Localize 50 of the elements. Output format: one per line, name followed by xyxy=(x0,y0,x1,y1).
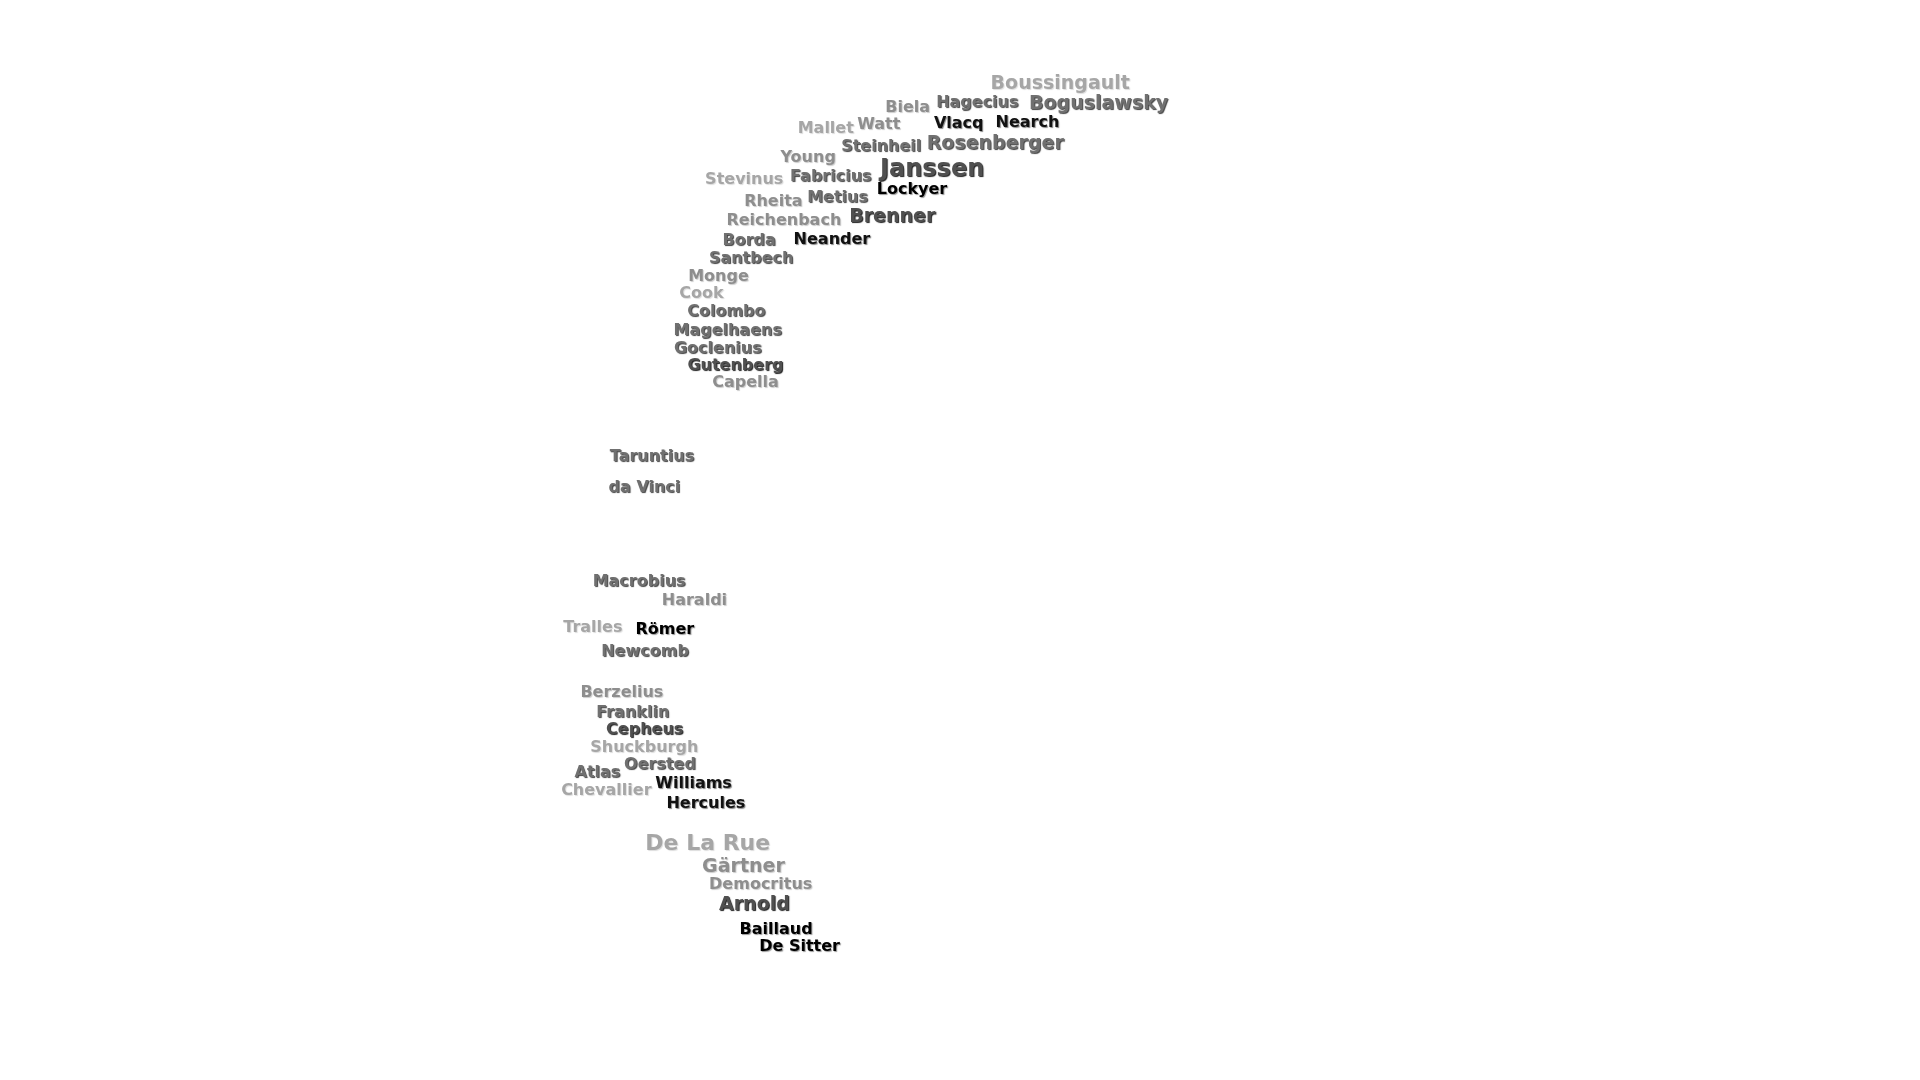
crater-label: Hagecius xyxy=(936,93,1019,110)
crater-label: Hercules xyxy=(666,795,746,812)
crater-label: Colombo xyxy=(687,303,766,319)
crater-label: Borda xyxy=(722,232,776,249)
crater-label: Janssen xyxy=(880,155,985,180)
crater-label: Capella xyxy=(712,374,779,391)
crater-label: Williams xyxy=(655,775,732,792)
crater-label: Oersted xyxy=(624,756,696,773)
crater-label: Cook xyxy=(679,285,724,302)
crater-label: Santbech xyxy=(708,250,794,267)
crater-label: Neander xyxy=(793,231,871,248)
crater-label: Cepheus xyxy=(606,721,684,737)
crater-label: Biela xyxy=(885,98,931,115)
crater-label: Goclenius xyxy=(673,339,762,356)
crater-label: Newcomb xyxy=(601,642,689,659)
crater-label: Democritus xyxy=(709,876,813,893)
crater-label: Macrobius xyxy=(592,572,686,589)
crater-label: Steinheil xyxy=(841,138,922,155)
crater-label: Gutenberg xyxy=(687,356,784,373)
crater-label: De Sitter xyxy=(759,937,840,954)
crater-label: Baillaud xyxy=(739,920,813,937)
crater-label: Franklin xyxy=(596,703,670,720)
crater-label: da Vinci xyxy=(608,478,681,495)
crater-label: Berzelius xyxy=(580,684,664,701)
crater-label: Mallet xyxy=(797,119,854,136)
crater-label: Chevallier xyxy=(561,782,652,799)
crater-label: Lockyer xyxy=(876,180,948,197)
crater-label: Stevinus xyxy=(705,171,784,188)
crater-label: Gärtner xyxy=(702,856,785,875)
crater-label: Metius xyxy=(807,188,868,205)
crater-label: Haraldi xyxy=(661,591,728,608)
crater-label: Rheita xyxy=(744,192,803,209)
crater-label: Fabricius xyxy=(790,168,872,185)
crater-label: Monge xyxy=(688,267,749,284)
crater-label: Boguslawsky xyxy=(1029,93,1169,113)
crater-label: Shuckburgh xyxy=(590,738,699,755)
crater-label: Young xyxy=(780,149,836,166)
crater-label: Atlas xyxy=(574,763,621,780)
crater-label: Brenner xyxy=(849,205,936,225)
crater-label: Watt xyxy=(857,116,901,133)
crater-label: Taruntius xyxy=(609,447,695,464)
crater-label: Magelhaens xyxy=(673,321,782,338)
crater-label: Reichenbach xyxy=(726,211,842,228)
crater-label: Römer xyxy=(635,620,695,637)
crater-label: Tralles xyxy=(563,619,623,636)
crater-label: Nearch xyxy=(995,113,1060,130)
crater-label: Arnold xyxy=(719,894,790,913)
crater-label: De La Rue xyxy=(645,831,771,854)
crater-label: Vlacq xyxy=(933,114,984,131)
crater-label: Rosenberger xyxy=(926,133,1064,153)
